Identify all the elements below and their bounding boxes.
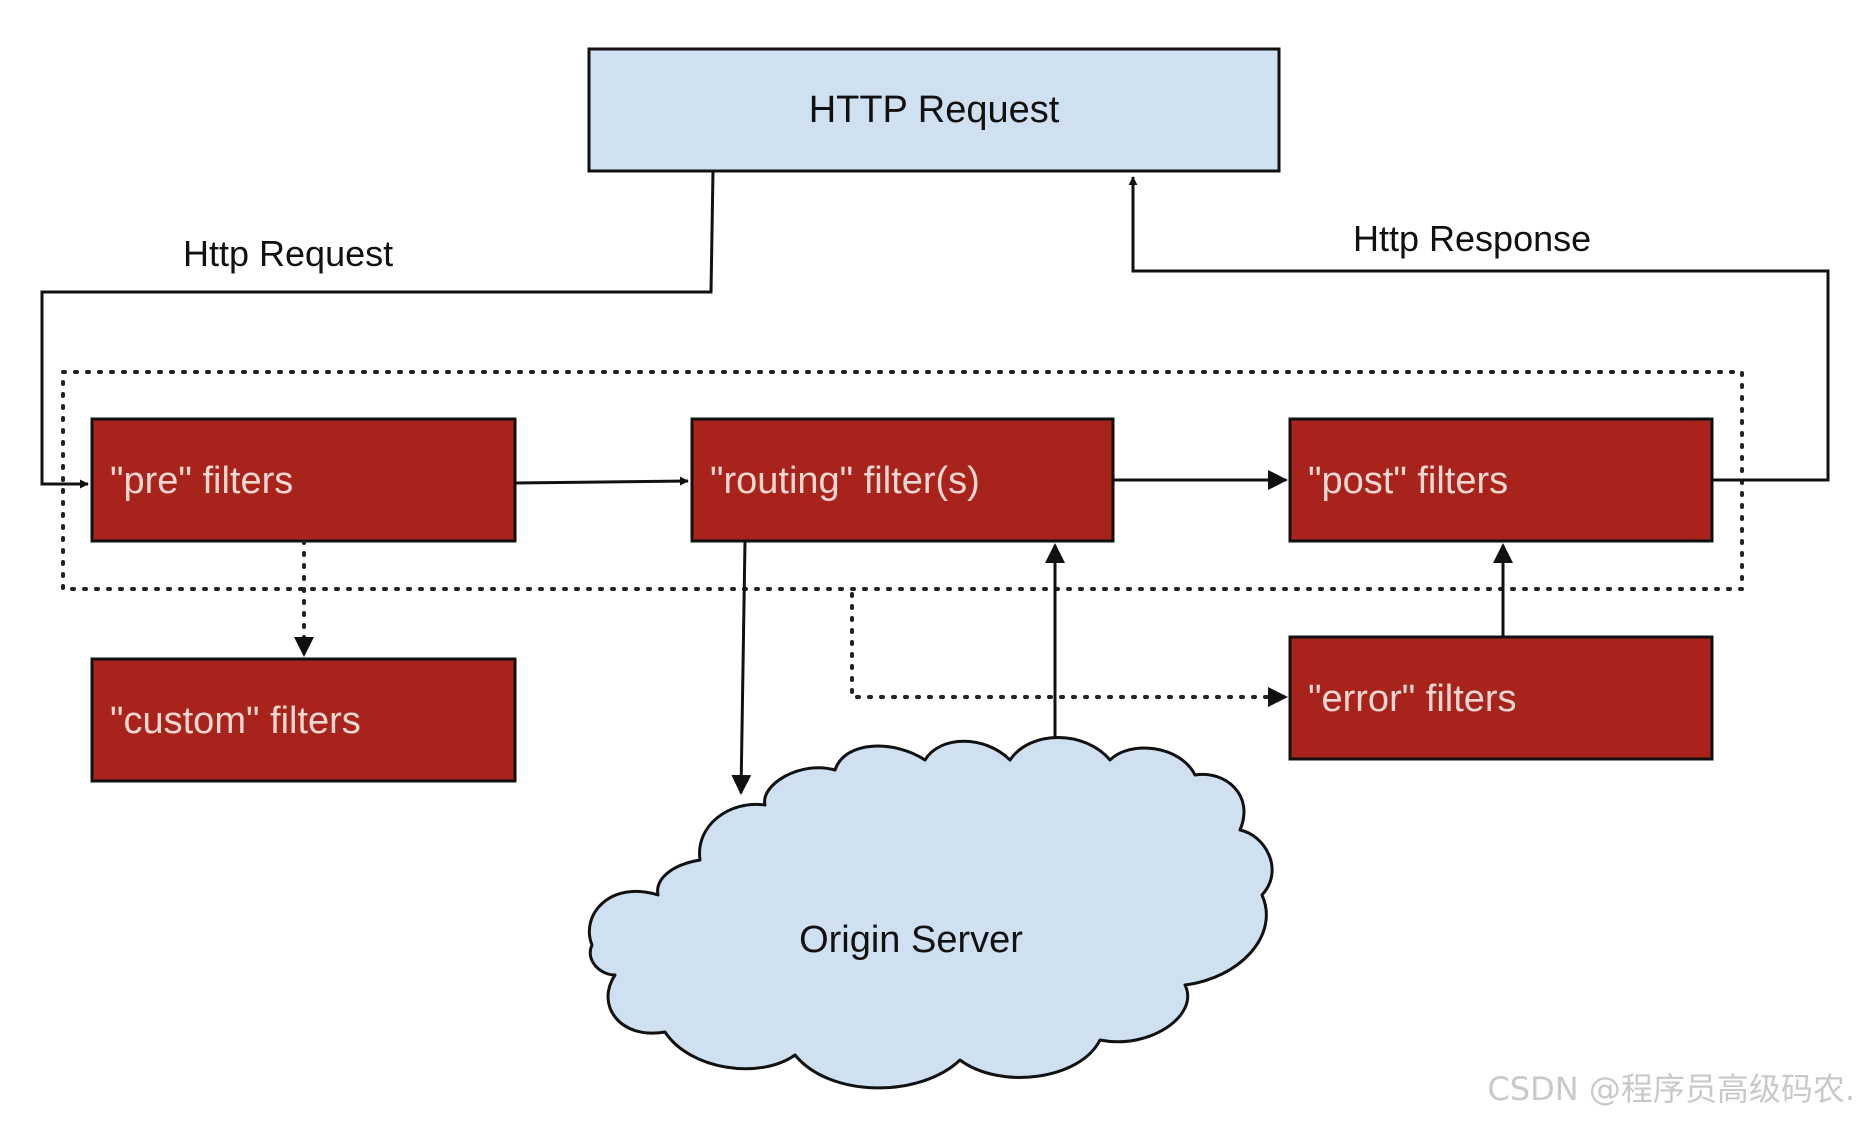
request-edge	[40, 170, 715, 489]
post-filters-label: "post" filters	[1308, 460, 1508, 502]
origin-server-node: Origin Server	[587, 736, 1274, 1090]
watermark: CSDN @程序员高级码农.	[1487, 1070, 1855, 1108]
chain-to-error-edge	[850, 592, 1288, 707]
routing-filters-node: "routing" filter(s)	[690, 417, 1115, 543]
pre-filters-node: "pre" filters	[90, 417, 517, 543]
response-edge	[1128, 176, 1830, 482]
response-edge-label: Http Response	[1353, 218, 1591, 259]
error-filters-label: "error" filters	[1308, 678, 1517, 720]
http-request-node-label: HTTP Request	[809, 89, 1060, 131]
pre-to-routing-edge	[514, 476, 689, 486]
post-filters-node: "post" filters	[1288, 417, 1714, 543]
routing-to-origin-edge	[731, 540, 752, 795]
cloud-shape	[587, 736, 1274, 1090]
request-edge-label: Http Request	[183, 233, 393, 274]
origin-server-label: Origin Server	[799, 919, 1023, 961]
custom-filters-node: "custom" filters	[90, 657, 517, 783]
custom-filters-label: "custom" filters	[110, 700, 361, 742]
routing-filters-label: "routing" filter(s)	[710, 460, 980, 502]
pre-filters-label: "pre" filters	[110, 460, 293, 502]
error-filters-node: "error" filters	[1288, 635, 1714, 761]
http-request-node: HTTP Request	[587, 47, 1281, 173]
